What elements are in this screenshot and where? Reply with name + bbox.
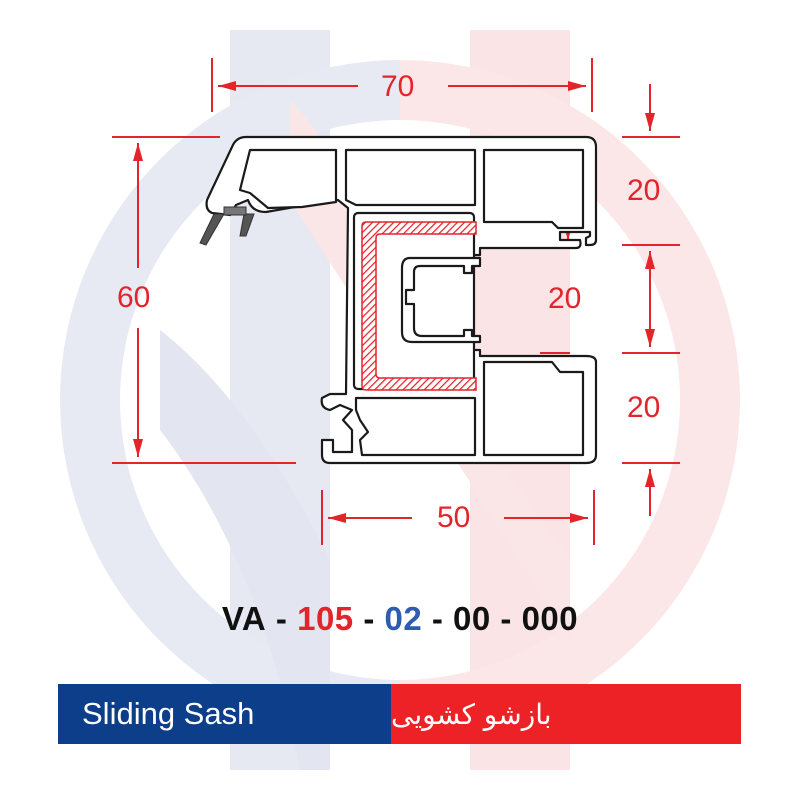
product-code: VA - 105 - 02 - 00 - 000 xyxy=(0,600,800,638)
profile-outline xyxy=(205,135,598,465)
steel-reinforcement xyxy=(361,221,477,391)
dimension-left-height: 60 xyxy=(117,281,151,314)
code-series: 105 xyxy=(297,600,354,637)
dimension-top-width: 70 xyxy=(381,70,415,103)
code-separator: - xyxy=(490,600,522,637)
dimension-right-bottom: 20 xyxy=(627,391,661,424)
dimension-right-top: 20 xyxy=(627,174,661,207)
dimension-bottom-width: 50 xyxy=(437,501,471,534)
product-label-band: Sliding Sash بازشو کشویی xyxy=(58,684,741,744)
dimension-middle: 20 xyxy=(548,282,582,315)
english-label: Sliding Sash xyxy=(58,684,391,744)
code-number: 000 xyxy=(521,600,579,637)
code-type: 02 xyxy=(384,600,423,637)
code-separator: - xyxy=(353,600,385,637)
code-separator: - xyxy=(422,600,454,637)
persian-label: بازشو کشویی xyxy=(391,684,741,744)
gasket xyxy=(199,206,255,246)
code-variant: 00 xyxy=(453,600,491,637)
code-prefix: VA xyxy=(221,600,267,637)
code-separator: - xyxy=(266,600,298,637)
